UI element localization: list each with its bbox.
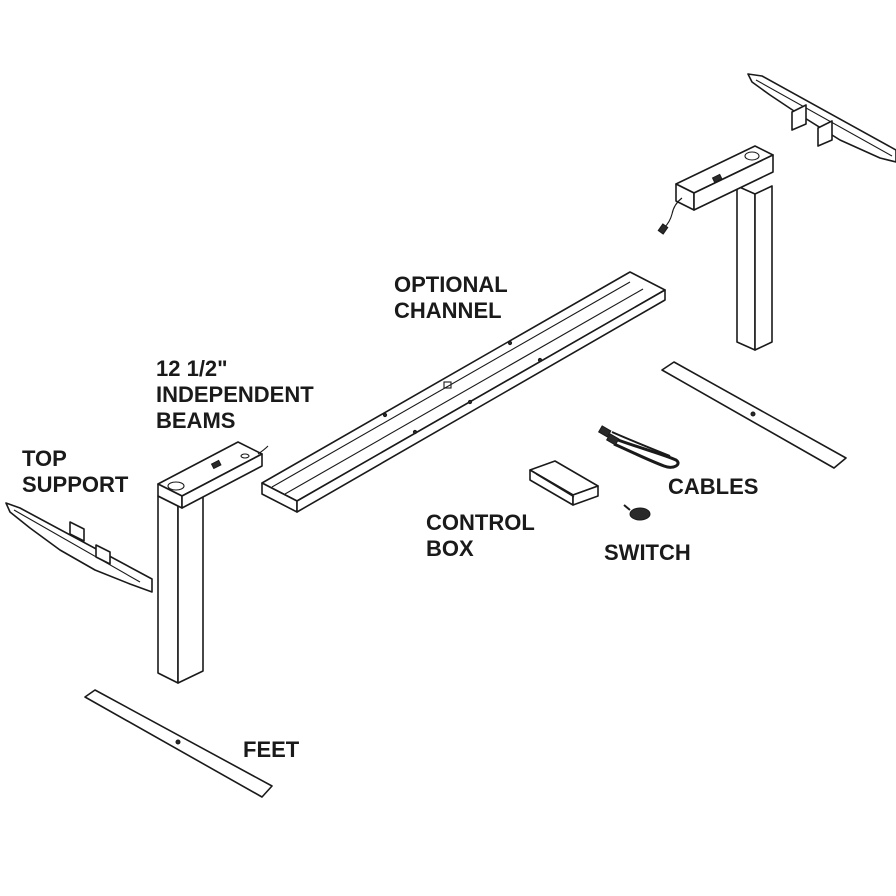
independent-beams-label: 12 1/2" INDEPENDENT BEAMS: [156, 356, 314, 434]
right-top-support: [747, 73, 896, 163]
top-support-label-line-1: TOP: [22, 446, 67, 471]
left-top-support: [5, 502, 153, 593]
control-box-label-line-1: CONTROL: [426, 510, 535, 535]
control-box: [529, 460, 599, 506]
right-leg-column: [657, 145, 774, 351]
feet-label: FEET: [243, 737, 300, 762]
independent-beams-label-line-1: 12 1/2": [156, 356, 228, 381]
optional-channel-label-line-2: CHANNEL: [394, 298, 502, 323]
control-box-label: CONTROL BOX: [426, 510, 535, 562]
cables-coil: [597, 425, 680, 469]
top-support-label-line-2: SUPPORT: [22, 472, 129, 497]
optional-channel-label: OPTIONAL CHANNEL: [394, 272, 508, 324]
independent-beams-label-line-2: INDEPENDENT: [156, 382, 314, 407]
independent-beams-label-line-3: BEAMS: [156, 408, 236, 433]
right-foot: [661, 361, 847, 469]
switch-handset: [623, 504, 651, 521]
control-box-label-line-2: BOX: [426, 536, 474, 561]
left-foot: [84, 689, 273, 798]
optional-channel-label-line-1: OPTIONAL: [394, 272, 508, 297]
optional-channel: [261, 271, 666, 513]
switch-label: SWITCH: [604, 540, 691, 565]
left-leg-column: [157, 441, 269, 684]
cables-label: CABLES: [668, 474, 759, 499]
top-support-label: TOP SUPPORT: [22, 446, 128, 498]
